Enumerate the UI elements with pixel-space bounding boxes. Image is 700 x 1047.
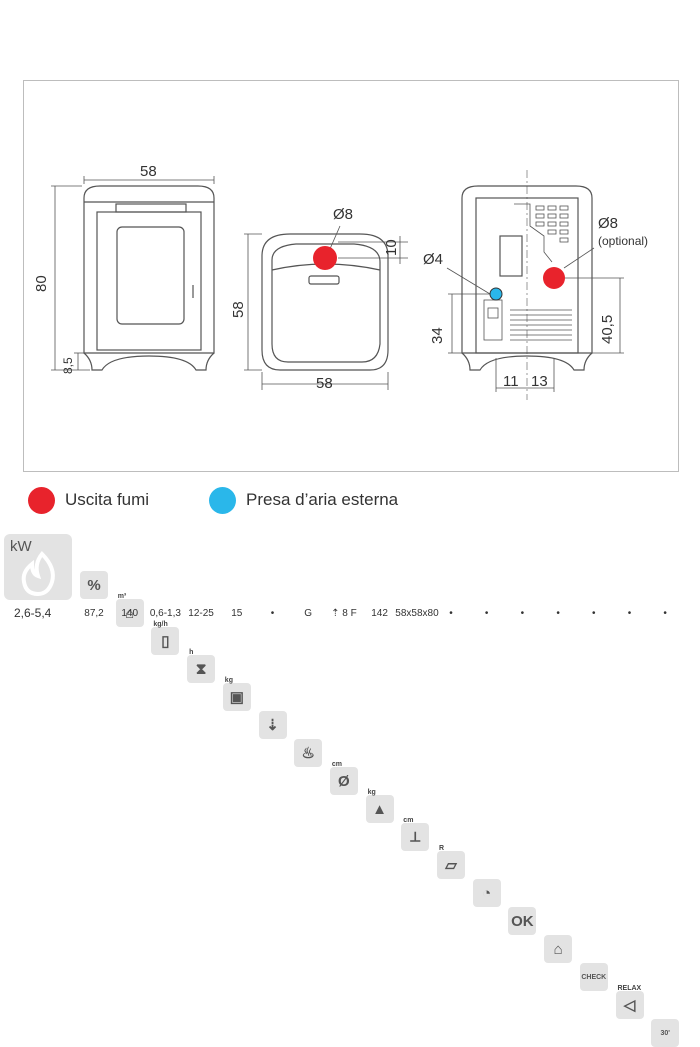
kw-label: kW: [10, 538, 32, 555]
spec-value: 15: [231, 608, 243, 619]
spec-glyph: OK: [511, 912, 534, 930]
top-depth-label: 58: [230, 301, 247, 318]
spec-value: 58x58x80: [395, 608, 439, 619]
top-fumes-outlet: [313, 246, 337, 270]
spec-unit: m³: [117, 593, 127, 600]
spec-glyph: 30': [660, 1029, 670, 1037]
top-width-label: 58: [316, 375, 333, 392]
stove-weight-icon: kg ▲: [365, 789, 394, 823]
spec-value: 87,2: [84, 608, 104, 619]
spec-value: •: [449, 608, 453, 619]
legend-air: Presa d’aria esterna: [209, 486, 398, 514]
rear-phi-label: Ø8: [598, 215, 618, 232]
spec-value: •: [484, 608, 489, 619]
legend-fumes: Uscita fumi: [28, 486, 149, 514]
spec-unit: cm: [331, 761, 343, 768]
spec-unit: kg: [224, 677, 233, 684]
percent-icon: %: [80, 571, 108, 599]
legend-fumes-label: Uscita fumi: [65, 490, 150, 509]
legend-air-label: Presa d’aria esterna: [246, 490, 399, 509]
hourglass-icon: h⧗: [187, 649, 216, 683]
spec-value: •: [663, 608, 667, 619]
rear-w1-label: 11: [503, 373, 519, 390]
spec-value: •: [627, 608, 632, 619]
rear-h1-label: 34: [429, 327, 446, 344]
weight-icon: kg ▣: [222, 677, 251, 711]
spec-glyph: ▲: [372, 800, 388, 818]
house-icon: m³ ⌂: [115, 593, 144, 627]
top-view: [244, 225, 408, 390]
wifi-icon: ◔: [472, 879, 501, 907]
top-offset-label: 10: [383, 239, 400, 256]
spec-unit: R: [439, 845, 445, 852]
front-width-label: 58: [140, 163, 157, 180]
spec-unit: kg/h: [153, 621, 168, 628]
spec-glyph: ⟂: [410, 828, 421, 846]
front-height-label: 80: [33, 275, 50, 292]
remote-icon: R▱: [437, 845, 465, 879]
drawing-frame: [23, 80, 679, 472]
spec-glyph: ◔: [482, 884, 492, 902]
rear-optional-label: (optional): [598, 234, 648, 248]
spec-unit: cm: [403, 817, 414, 824]
spec-glyph: ▱: [445, 857, 457, 874]
rear-air-inlet: [489, 287, 503, 301]
spec-glyph: ⇣: [266, 717, 279, 734]
size-icon: cm ⟂: [401, 817, 430, 851]
spec-unit: h: [189, 649, 194, 656]
spec-unit: kg: [367, 789, 376, 796]
spec-value: ⇡ 8 F: [331, 608, 357, 619]
hopper-icon: ⇣: [258, 711, 287, 739]
kw-value: 2,6-5,4: [14, 606, 52, 620]
rear-h2-label: 40,5: [599, 315, 616, 344]
rear-w2-label: 13: [531, 373, 548, 390]
ok-icon: OK: [508, 907, 537, 935]
flame-icon: [21, 551, 55, 597]
spec-glyph: ♨: [301, 745, 315, 762]
blue-dot-icon: [209, 486, 236, 514]
flame-box-icon: ♨: [294, 739, 323, 767]
rear-fumes-outlet: [543, 267, 565, 289]
technical-drawing: 58 80 8,5 Ø8 10 58 58 Ø8 (optional) Ø4 3…: [33, 163, 648, 400]
spec-value: 140: [121, 608, 139, 619]
spec-value: 0,6-1,3: [149, 608, 181, 619]
spec-glyph: ▯: [161, 633, 170, 650]
spec-value: 142: [371, 608, 388, 619]
front-view: [51, 176, 215, 371]
home-heat-icon: ⌂: [544, 935, 573, 963]
spec-value: •: [556, 608, 560, 619]
spec-value: G: [304, 608, 313, 619]
front-foot-label: 8,5: [61, 357, 75, 374]
kw-tile: kW: [4, 534, 72, 600]
spec-glyph: ⌂: [125, 604, 135, 622]
spec-glyph: Ø: [338, 772, 350, 790]
consumption-icon: kg/h ▯: [151, 621, 180, 655]
spec-glyph: CHECK: [581, 973, 607, 981]
relax-icon: RELAX ◁: [615, 985, 644, 1019]
rear-view: [446, 170, 624, 400]
rear-phi-small-label: Ø4: [423, 251, 443, 268]
spec-glyph: ◁: [623, 997, 636, 1014]
spec-value: •: [270, 608, 275, 619]
spec-unit: RELAX: [617, 985, 642, 992]
top-phi-label: Ø8: [333, 206, 353, 223]
spec-glyph: %: [87, 576, 101, 594]
spec-value: •: [520, 608, 525, 619]
timer-icon: 30': [651, 1019, 680, 1047]
spec-glyph: ⧗: [195, 660, 207, 678]
red-dot-icon: [28, 486, 55, 514]
check-icon: CHECK: [579, 963, 608, 991]
spec-value: •: [592, 608, 596, 619]
spec-glyph: ▣: [229, 689, 244, 706]
spec-glyph: ⌂: [553, 940, 563, 958]
spec-value: 12-25: [188, 608, 214, 619]
